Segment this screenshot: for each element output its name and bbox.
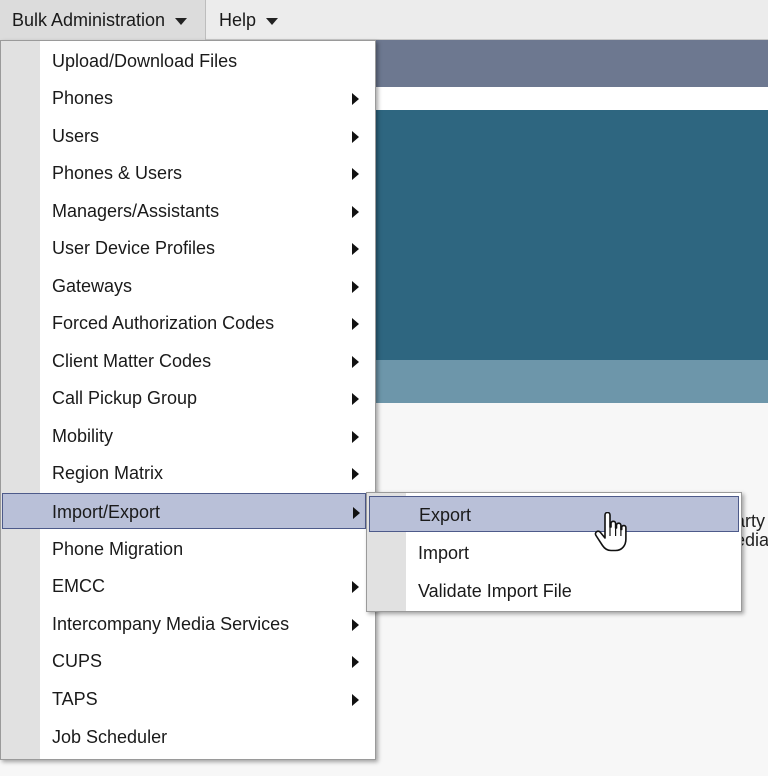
menu-item-label: Forced Authorization Codes: [52, 313, 275, 333]
chevron-right-icon: [352, 243, 359, 255]
chevron-right-icon: [352, 656, 359, 668]
caret-down-icon: [175, 17, 188, 25]
submenu-item-label: Validate Import File: [418, 581, 572, 601]
menu-item-taps[interactable]: TAPS: [1, 681, 375, 717]
menu-item-users[interactable]: Users: [1, 118, 375, 154]
menu-item-user-device-profiles[interactable]: User Device Profiles: [1, 230, 375, 266]
chevron-right-icon: [352, 281, 359, 293]
chevron-right-icon: [352, 431, 359, 443]
menu-item-label: Users: [52, 126, 100, 146]
menu-bulk-administration-label: Bulk Administration: [12, 10, 166, 30]
menu-item-label: Managers/Assistants: [52, 201, 220, 221]
menu-item-label: Gateways: [52, 276, 133, 296]
menu-item-mobility[interactable]: Mobility: [1, 418, 375, 454]
chevron-right-icon: [352, 206, 359, 218]
menu-item-label: Import/Export: [52, 502, 161, 522]
menu-item-label: Upload/Download Files: [52, 51, 238, 71]
menu-item-call-pickup-group[interactable]: Call Pickup Group: [1, 380, 375, 416]
chevron-right-icon: [352, 468, 359, 480]
chevron-right-icon: [352, 318, 359, 330]
menu-item-phones[interactable]: Phones: [1, 80, 375, 116]
menu-item-import-export[interactable]: Import/Export: [2, 493, 366, 529]
menu-item-client-matter-codes[interactable]: Client Matter Codes: [1, 343, 375, 379]
submenu-item-label: Import: [418, 543, 470, 563]
menu-item-intercompany-media-services[interactable]: Intercompany Media Services: [1, 606, 375, 642]
menu-item-gateways[interactable]: Gateways: [1, 268, 375, 304]
menu-help-label: Help: [219, 10, 257, 30]
menu-item-label: TAPS: [52, 689, 98, 709]
menu-item-label: Intercompany Media Services: [52, 614, 290, 634]
chevron-right-icon: [352, 93, 359, 105]
chevron-right-icon: [352, 356, 359, 368]
submenu-item-export[interactable]: Export: [369, 496, 739, 532]
menu-item-label: Job Scheduler: [52, 727, 168, 747]
menu-item-job-scheduler[interactable]: Job Scheduler: [1, 719, 375, 755]
menu-item-managers-assistants[interactable]: Managers/Assistants: [1, 193, 375, 229]
menu-item-label: Call Pickup Group: [52, 388, 198, 408]
chevron-right-icon: [352, 168, 359, 180]
menu-item-upload-download-files[interactable]: Upload/Download Files: [1, 43, 375, 79]
menu-item-label: CUPS: [52, 651, 103, 671]
menu-item-phones-users[interactable]: Phones & Users: [1, 155, 375, 191]
menu-item-label: Phones: [52, 88, 114, 108]
submenu-item-label: Export: [419, 505, 472, 525]
menu-item-label: User Device Profiles: [52, 238, 216, 258]
menu-bar: Bulk Administration Help: [0, 0, 768, 40]
menu-item-cups[interactable]: CUPS: [1, 643, 375, 679]
menu-item-label: Phone Migration: [52, 539, 184, 559]
chevron-right-icon: [352, 694, 359, 706]
dropdown-icon-gutter: [1, 41, 40, 759]
chevron-right-icon: [352, 581, 359, 593]
menu-item-label: Phones & Users: [52, 163, 183, 183]
menu-item-forced-authorization-codes[interactable]: Forced Authorization Codes: [1, 305, 375, 341]
menu-item-label: Client Matter Codes: [52, 351, 212, 371]
menu-help[interactable]: Help: [207, 0, 290, 40]
menu-item-emcc[interactable]: EMCC: [1, 568, 375, 604]
submenu-item-import[interactable]: Import: [367, 535, 739, 571]
menu-item-label: EMCC: [52, 576, 105, 596]
chevron-right-icon: [352, 619, 359, 631]
chevron-right-icon: [352, 393, 359, 405]
menu-item-phone-migration[interactable]: Phone Migration: [1, 531, 375, 567]
submenu-item-validate-import-file[interactable]: Validate Import File: [367, 573, 739, 609]
menu-item-label: Mobility: [52, 426, 114, 446]
menu-bulk-administration[interactable]: Bulk Administration: [0, 0, 206, 40]
menu-item-label: Region Matrix: [52, 463, 164, 483]
chevron-right-icon: [353, 507, 360, 519]
caret-down-icon: [266, 17, 279, 25]
chevron-right-icon: [352, 131, 359, 143]
menu-item-region-matrix[interactable]: Region Matrix: [1, 455, 375, 491]
background-text: arty edia: [735, 512, 768, 550]
